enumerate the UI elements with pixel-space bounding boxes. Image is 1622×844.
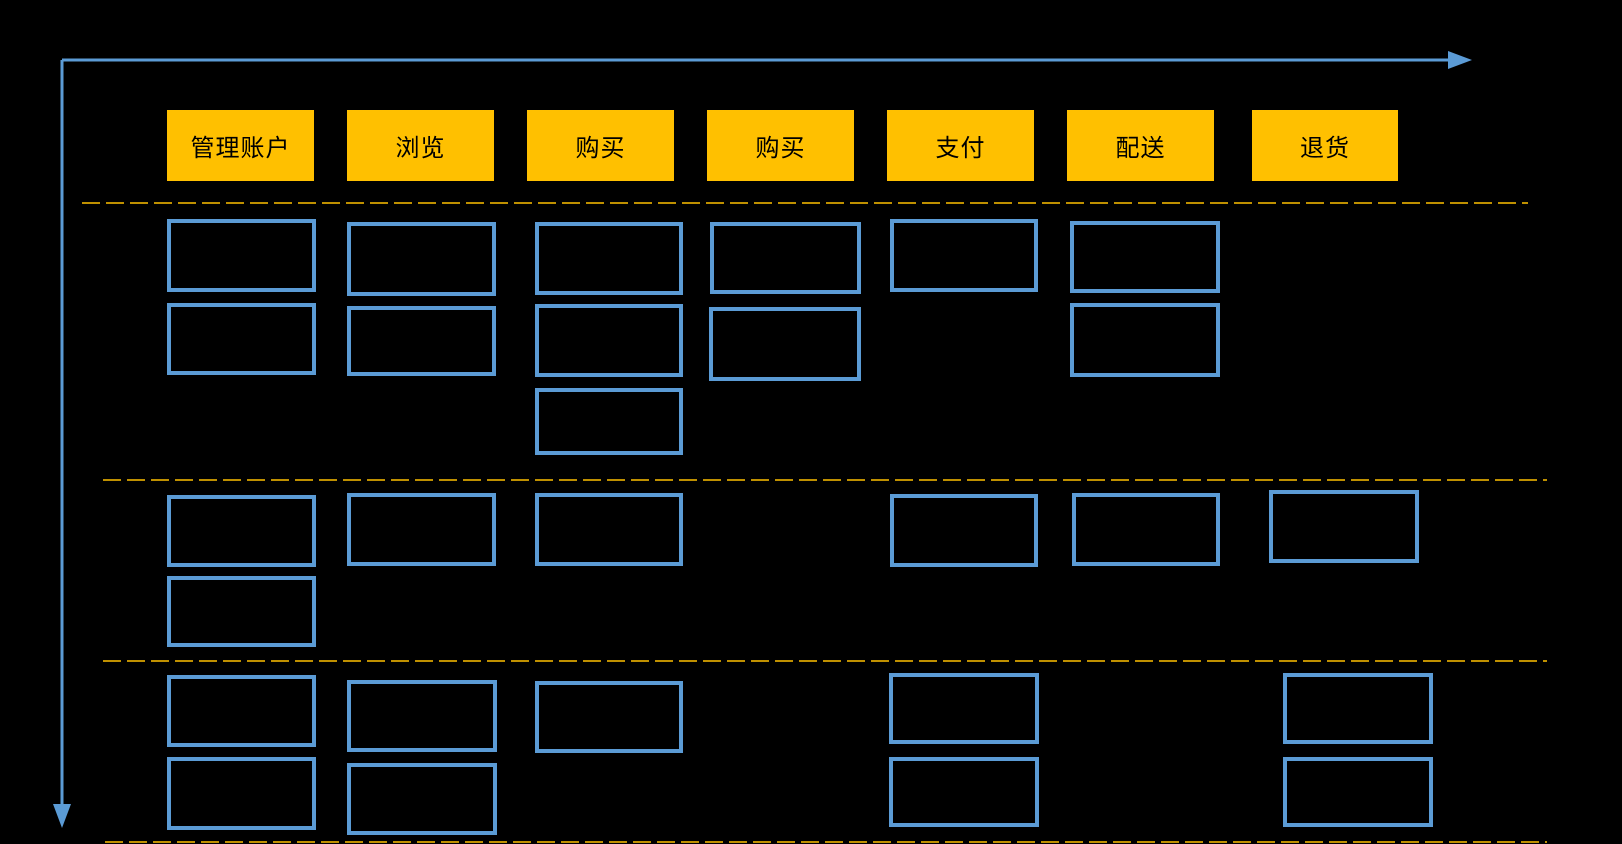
story-card-s3-c1-r1[interactable] bbox=[167, 675, 316, 747]
story-card-s2-c6-r1[interactable] bbox=[1072, 493, 1220, 566]
story-card-s1-c1-r2[interactable] bbox=[167, 303, 316, 375]
story-card-s3-c1-r2[interactable] bbox=[167, 757, 316, 830]
story-card-s1-c4-r1[interactable] bbox=[710, 222, 861, 294]
story-card-s3-c7-r2[interactable] bbox=[1283, 757, 1433, 827]
phase-header-1[interactable]: 管理账户 bbox=[167, 110, 314, 181]
section-divider-4 bbox=[105, 841, 1547, 843]
story-card-s3-c5-r1[interactable] bbox=[889, 673, 1039, 744]
section-divider-1 bbox=[82, 202, 1528, 204]
story-card-s1-c2-r1[interactable] bbox=[347, 222, 496, 296]
story-card-s2-c2-r1[interactable] bbox=[347, 493, 496, 566]
arrowhead-down-icon bbox=[53, 804, 71, 828]
story-card-s1-c4-r2[interactable] bbox=[709, 307, 861, 381]
story-card-s3-c7-r1[interactable] bbox=[1283, 673, 1433, 744]
story-card-s2-c5-r1[interactable] bbox=[890, 494, 1038, 567]
section-divider-3 bbox=[103, 660, 1547, 662]
timeline-arrow-horizontal bbox=[62, 51, 1472, 69]
story-card-s2-c1-r2[interactable] bbox=[167, 576, 316, 647]
story-card-s3-c5-r2[interactable] bbox=[889, 757, 1039, 827]
phase-header-6[interactable]: 配送 bbox=[1067, 110, 1214, 181]
phase-header-7[interactable]: 退货 bbox=[1252, 110, 1398, 181]
arrowhead-right-icon bbox=[1448, 51, 1472, 69]
story-card-s3-c2-r1[interactable] bbox=[347, 680, 497, 752]
section-divider-2 bbox=[103, 479, 1547, 481]
story-card-s1-c3-r3[interactable] bbox=[535, 388, 683, 455]
story-card-s3-c2-r2[interactable] bbox=[347, 763, 497, 835]
story-card-s1-c1-r1[interactable] bbox=[167, 219, 316, 292]
story-card-s1-c3-r2[interactable] bbox=[535, 304, 683, 377]
phase-header-5[interactable]: 支付 bbox=[887, 110, 1034, 181]
story-card-s2-c7-r1[interactable] bbox=[1269, 490, 1419, 563]
story-card-s2-c1-r1[interactable] bbox=[167, 495, 316, 567]
story-card-s1-c5-r1[interactable] bbox=[890, 219, 1038, 292]
story-card-s1-c2-r2[interactable] bbox=[347, 306, 496, 376]
story-card-s1-c6-r1[interactable] bbox=[1070, 221, 1220, 293]
phase-header-4[interactable]: 购买 bbox=[707, 110, 854, 181]
phase-header-3[interactable]: 购买 bbox=[527, 110, 674, 181]
story-card-s3-c3-r1[interactable] bbox=[535, 681, 683, 753]
story-card-s1-c6-r2[interactable] bbox=[1070, 303, 1220, 377]
story-card-s1-c3-r1[interactable] bbox=[535, 222, 683, 295]
priority-arrow-vertical bbox=[53, 60, 71, 828]
story-card-s2-c3-r1[interactable] bbox=[535, 493, 683, 566]
phase-header-2[interactable]: 浏览 bbox=[347, 110, 494, 181]
